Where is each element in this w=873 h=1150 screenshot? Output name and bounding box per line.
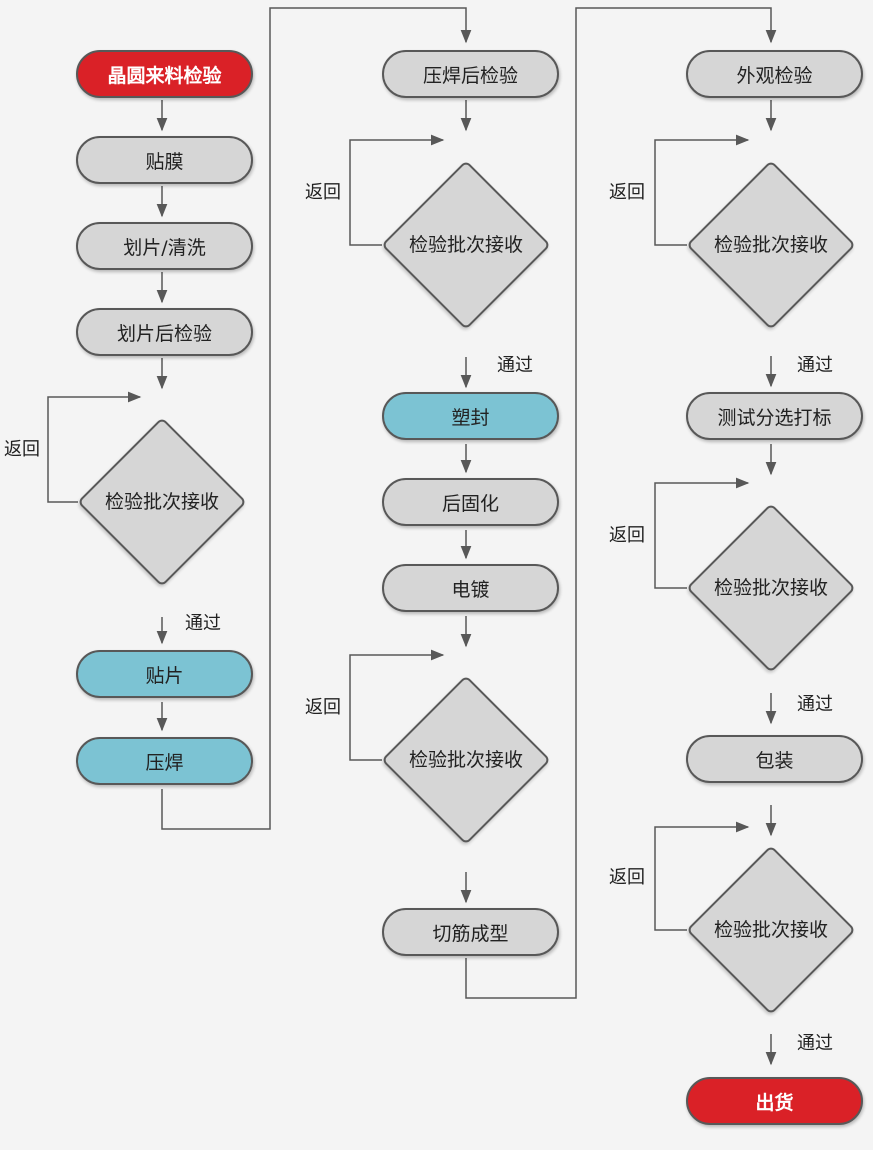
process-packing: 包装 — [686, 735, 863, 783]
decision-label: 检验批次接收 — [713, 234, 828, 256]
end-node-shipment: 出货 — [686, 1077, 863, 1125]
process-post-cure: 后固化 — [382, 478, 559, 526]
connector — [161, 7, 472, 830]
return-loop — [349, 134, 445, 246]
return-label: 返回 — [305, 697, 341, 718]
decision-label: 检验批次接收 — [713, 919, 828, 941]
return-loop — [47, 391, 142, 503]
process-molding: 塑封 — [382, 392, 559, 440]
return-label: 返回 — [305, 182, 341, 203]
return-loop — [654, 821, 750, 931]
process-plating: 电镀 — [382, 564, 559, 612]
decision-label: 检验批次接收 — [104, 491, 219, 513]
decision-label: 检验批次接收 — [408, 749, 523, 771]
process-test-sort-mark: 测试分选打标 — [686, 392, 863, 440]
pass-label: 通过 — [185, 613, 221, 634]
process-die-attach: 贴片 — [76, 650, 253, 698]
decision-label: 检验批次接收 — [408, 234, 523, 256]
pass-label: 通过 — [797, 1033, 833, 1054]
pass-label: 通过 — [797, 694, 833, 715]
pass-label: 通过 — [797, 355, 833, 376]
return-loop — [654, 134, 750, 246]
return-loop — [349, 649, 445, 761]
process-wire-bond: 压焊 — [76, 737, 253, 785]
return-label: 返回 — [609, 182, 645, 203]
process-visual-inspection: 外观检验 — [686, 50, 863, 98]
process-post-dicing-inspection: 划片后检验 — [76, 308, 253, 356]
process-tape-mount: 贴膜 — [76, 136, 253, 184]
pass-label: 通过 — [497, 355, 533, 376]
process-post-bond-inspection: 压焊后检验 — [382, 50, 559, 98]
return-label: 返回 — [609, 525, 645, 546]
process-trim-form: 切筋成型 — [382, 908, 559, 956]
start-node-wafer-inspection: 晶圆来料检验 — [76, 50, 253, 98]
decision-label: 检验批次接收 — [713, 577, 828, 599]
return-label: 返回 — [609, 867, 645, 888]
process-dicing-clean: 划片/清洗 — [76, 222, 253, 270]
return-label: 返回 — [4, 439, 40, 460]
connector — [465, 7, 777, 999]
return-loop — [654, 477, 750, 589]
